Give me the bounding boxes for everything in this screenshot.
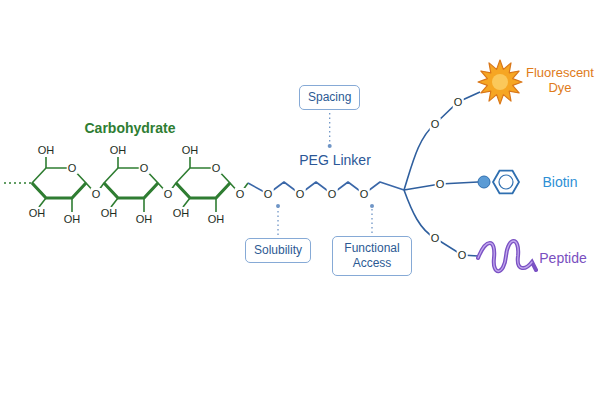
hydroxyl-label: OH — [135, 213, 154, 225]
chain-continuation — [4, 182, 32, 184]
ether-oxygen-label: O — [263, 188, 274, 200]
leader-dot — [370, 204, 374, 208]
ether-oxygen-label: O — [327, 188, 338, 200]
sugar-ring — [176, 157, 248, 212]
ring-oxygen-label: O — [139, 162, 150, 174]
hydroxyl-label: OH — [100, 207, 119, 219]
hydroxyl-label: OH — [28, 207, 47, 219]
dye-core — [492, 74, 508, 90]
hydroxyl-label: OH — [207, 213, 226, 225]
ether-oxygen-label: O — [430, 232, 441, 244]
peptide-branch — [404, 190, 478, 256]
sugar-ring — [32, 157, 104, 212]
component-title: PEG Linker — [299, 152, 371, 168]
sugar-ring — [104, 157, 176, 212]
ether-oxygen-label: O — [453, 96, 464, 108]
hydroxyl-label: OH — [63, 213, 82, 225]
ring-oxygen-label: O — [67, 162, 78, 174]
ether-oxygen-label: O — [457, 249, 468, 261]
glycosidic-oxygen-label: O — [91, 188, 102, 200]
callout-box: Functional Access — [332, 236, 412, 276]
leader-line — [329, 113, 330, 146]
conjugate-label: Fluorescent Dye — [522, 65, 598, 95]
conjugate-label: Biotin — [542, 174, 577, 190]
ether-oxygen-label: O — [435, 178, 446, 190]
ring-oxygen-label: O — [211, 162, 222, 174]
callout-text: Functional Access — [344, 241, 399, 270]
callout-text: Spacing — [308, 90, 351, 104]
leader-line — [277, 206, 278, 235]
branch-lines — [404, 92, 480, 256]
hydroxyl-label: OH — [37, 144, 56, 156]
leader-dot — [276, 204, 280, 208]
hydroxyl-label: OH — [172, 207, 191, 219]
dye-branch — [404, 92, 480, 190]
conjugate-label: Peptide — [539, 250, 586, 266]
callout-text: Solubility — [254, 243, 302, 257]
fluorescent-dye-star — [478, 60, 522, 104]
glycosidic-oxygen-label: O — [163, 188, 174, 200]
component-title: Carbohydrate — [84, 120, 175, 136]
biotin-symbol — [478, 171, 519, 194]
peptide-helix — [478, 241, 536, 271]
hydroxyl-label: OH — [109, 144, 128, 156]
hydroxyl-label: OH — [181, 144, 200, 156]
callout-box: Spacing — [299, 85, 360, 110]
glycosidic-oxygen-label: O — [235, 188, 246, 200]
callout-box: Solubility — [245, 238, 311, 263]
ether-oxygen-label: O — [359, 188, 370, 200]
ether-oxygen-label: O — [430, 118, 441, 130]
ether-oxygen-label: O — [295, 188, 306, 200]
leader-dot — [328, 144, 332, 148]
leader-line — [371, 206, 372, 233]
